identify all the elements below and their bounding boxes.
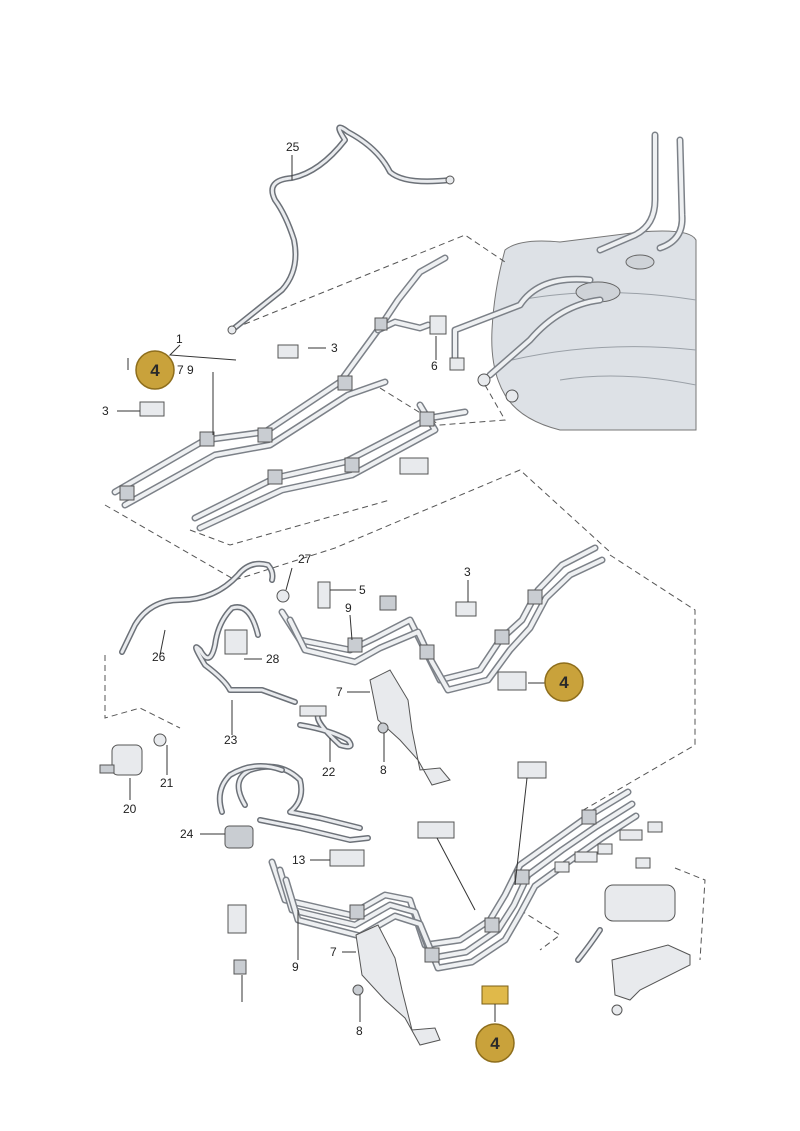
label-1: 1 [176, 332, 183, 346]
fuel-tank [449, 131, 697, 431]
label-7-lower: 7 [330, 945, 337, 959]
label-20: 20 [123, 802, 137, 816]
part-number-labels: 25 1 7 9 3 3 6 27 5 9 3 7 26 28 23 22 8 … [102, 140, 471, 1038]
label-27: 27 [298, 552, 312, 566]
lower-line-assembly [216, 761, 691, 1046]
leader-lines [117, 155, 545, 1022]
label-9-mid: 9 [345, 601, 352, 615]
label-22: 22 [322, 765, 336, 779]
label-7-mid: 7 [336, 685, 343, 699]
label-26: 26 [152, 650, 166, 664]
label-5: 5 [359, 583, 366, 597]
label-21: 21 [160, 776, 174, 790]
callout-4-mid[interactable]: 4 [544, 662, 584, 702]
label-24: 24 [180, 827, 194, 841]
label-3-mid: 3 [464, 565, 471, 579]
fuel-line-assembly-1 [111, 254, 469, 532]
label-8-lower: 8 [356, 1024, 363, 1038]
label-6: 6 [431, 359, 438, 373]
callout-4-top[interactable]: 4 [135, 350, 175, 390]
label-28: 28 [266, 652, 280, 666]
label-23: 23 [224, 733, 238, 747]
brake-line-25 [227, 124, 455, 335]
label-3-top: 3 [331, 341, 338, 355]
fuel-filter-20 [99, 733, 167, 776]
clip-parts-upper [139, 315, 447, 475]
callout-4-bottom-text: 4 [490, 1034, 500, 1053]
group-frames [104, 234, 706, 961]
label-25: 25 [286, 140, 300, 154]
middle-line-assembly [119, 544, 606, 786]
label-3-left: 3 [102, 404, 109, 418]
label-8-mid: 8 [380, 763, 387, 777]
callout-4-bottom[interactable]: 4 [475, 1023, 515, 1063]
callout-4-top-text: 4 [150, 361, 160, 380]
label-7-9: 7 9 [177, 363, 194, 377]
label-13: 13 [292, 853, 306, 867]
label-9-lower: 9 [292, 960, 299, 974]
callout-4-mid-text: 4 [559, 673, 569, 692]
